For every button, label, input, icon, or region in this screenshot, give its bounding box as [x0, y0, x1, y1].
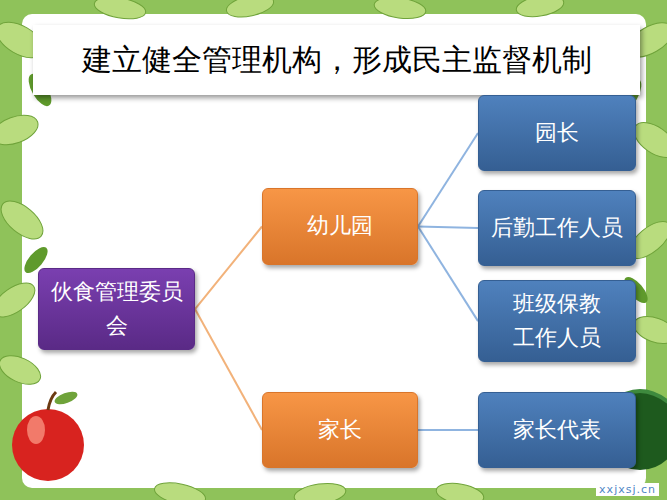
connector-line	[418, 133, 478, 227]
node-label: 家长	[318, 413, 362, 447]
connector-line	[418, 227, 478, 322]
watermark: xxjxsj.cn	[596, 483, 659, 496]
connector-line	[418, 227, 478, 229]
connector-line	[195, 309, 262, 430]
connector-line	[195, 227, 262, 310]
org-box: 家长	[262, 392, 418, 468]
node-label: 伙食管理委员会	[45, 275, 188, 343]
node-label: 园长	[535, 116, 579, 150]
committee-box: 伙食管理委员会	[38, 268, 195, 350]
member-box: 家长代表	[478, 392, 636, 468]
node-label: 后勤工作人员	[491, 211, 623, 245]
member-box: 园长	[478, 95, 636, 171]
org-box: 幼儿园	[262, 188, 418, 265]
node-label: 班级保教工作人员	[509, 287, 605, 355]
member-box: 后勤工作人员	[478, 190, 636, 266]
node-label: 家长代表	[513, 413, 601, 447]
connector-line	[418, 429, 478, 431]
node-label: 幼儿园	[307, 209, 373, 243]
title-box: 建立健全管理机构，形成民主监督机制	[33, 25, 640, 95]
member-box: 班级保教工作人员	[478, 280, 636, 362]
title-text: 建立健全管理机构，形成民主监督机制	[82, 40, 592, 81]
